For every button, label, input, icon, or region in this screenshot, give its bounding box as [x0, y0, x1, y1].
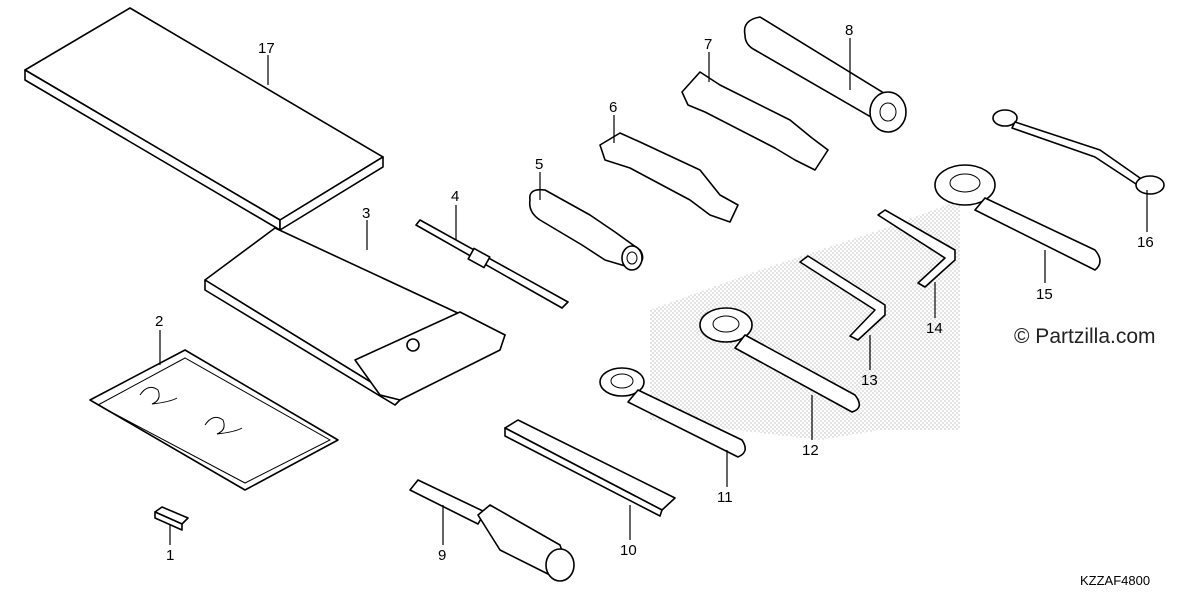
callout-11: 11 — [717, 489, 733, 506]
callout-10: 10 — [620, 542, 637, 559]
callout-labels: 17 2 3 4 5 6 7 8 16 15 14 13 12 11 10 9 … — [155, 22, 1154, 564]
callout-13: 13 — [861, 372, 878, 389]
callout-4: 4 — [451, 188, 459, 205]
callout-5: 5 — [535, 156, 543, 173]
callout-16: 16 — [1137, 234, 1154, 251]
part-8-tube-wrench — [743, 16, 907, 133]
callout-14: 14 — [926, 320, 943, 337]
callout-1: 1 — [166, 547, 174, 564]
callout-15: 15 — [1036, 286, 1053, 303]
callout-8: 8 — [845, 22, 853, 39]
part-14-hex-key — [877, 209, 956, 288]
part-1-fuse-clip — [154, 506, 189, 531]
part-3-tool-bag — [204, 227, 506, 406]
diagram-code: KZZAF4800 — [1080, 573, 1150, 588]
part-16-pin-spanner — [992, 109, 1165, 195]
callout-17: 17 — [258, 40, 275, 57]
part-4-screwdriver-shaft — [415, 219, 569, 309]
callout-3: 3 — [362, 205, 370, 222]
callout-12: 12 — [802, 442, 819, 459]
part-17-owner-manual — [24, 7, 384, 231]
part-6-open-end-wrench — [599, 132, 739, 223]
part-5-screwdriver-grip — [528, 188, 644, 271]
callout-7: 7 — [704, 36, 712, 53]
callout-2: 2 — [155, 313, 163, 330]
background-logo-watermark — [650, 200, 960, 440]
part-11-ring-wrench — [599, 367, 746, 458]
callout-6: 6 — [609, 99, 617, 116]
watermark-partzilla: © Partzilla.com — [1014, 325, 1156, 348]
part-12-ring-wrench — [699, 307, 861, 413]
part-13-hex-key — [799, 255, 886, 341]
part-7-open-end-wrench — [681, 71, 829, 171]
leader-lines — [159, 38, 1148, 545]
part-15-ring-wrench — [934, 164, 1101, 271]
callout-9: 9 — [438, 547, 446, 564]
part-10-flat-bar — [504, 419, 676, 517]
part-9-spark-plug-wrench — [409, 479, 575, 582]
part-2-document-pouch — [89, 349, 339, 491]
